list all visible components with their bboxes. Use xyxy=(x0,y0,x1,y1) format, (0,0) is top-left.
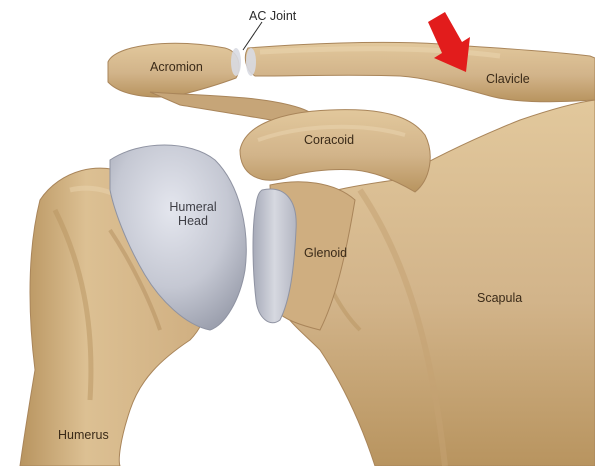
glenoid-label: Glenoid xyxy=(304,246,347,260)
clavicle-label: Clavicle xyxy=(486,72,530,86)
coracoid-shape xyxy=(240,110,430,192)
humerus-label: Humerus xyxy=(58,428,109,442)
ac-joint-leader xyxy=(243,22,262,50)
coracoid-label: Coracoid xyxy=(304,133,354,147)
humeral-head-label-line2: Head xyxy=(165,214,221,228)
acromion-label: Acromion xyxy=(150,60,203,74)
humeral-head-label: Humeral Head xyxy=(165,200,221,229)
scapula-label: Scapula xyxy=(477,291,522,305)
humeral-head-label-line1: Humeral xyxy=(165,200,221,214)
ac-joint-label: AC Joint xyxy=(249,9,296,23)
